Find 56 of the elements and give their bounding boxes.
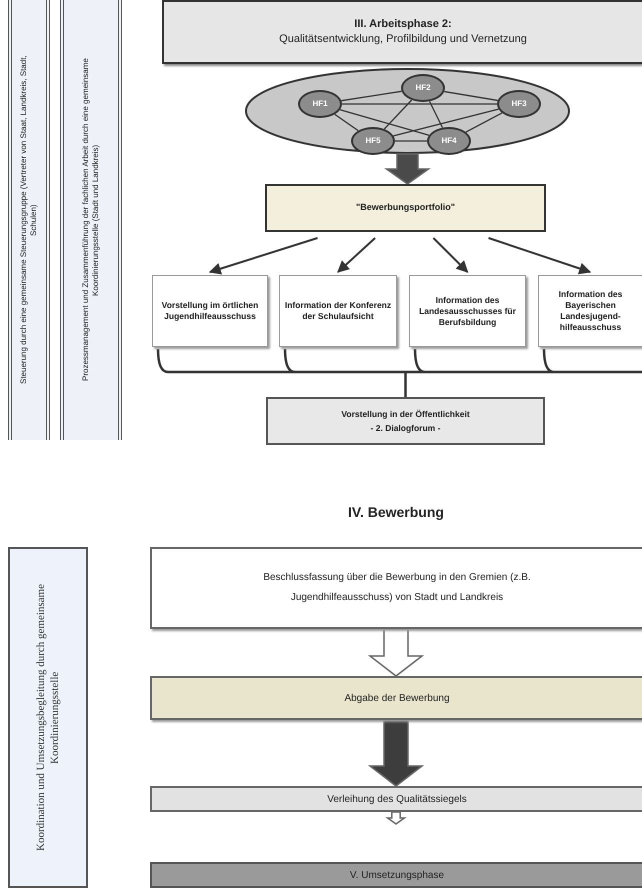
process-box [150,547,642,629]
box-label: Verleihung des Qualitätssiegels [327,792,467,806]
ellipse-shape [245,68,570,154]
side-bar [8,0,50,440]
box-sublabel: - 2. Dialogforum - [370,422,440,435]
process-box [150,676,642,720]
process-box [279,275,397,347]
block-arrow [384,153,431,185]
connector-line [395,140,427,142]
box-label: Abgabe der Bewerbung [344,692,450,706]
connector-line [393,108,499,136]
arrow [337,237,376,273]
vertical-label: Koordination und Umsetzungsbegleitung durch gemeinsame Koordinierungsstelle [34,583,62,853]
connector-line [341,90,402,102]
circle-label: HF4 [441,135,457,147]
box-label: Beschlussfassung über die Bewerbung in den Gremien (z.B. Jugendhilfeausschuss) von Stadt und Landkreis [262,571,532,605]
arrow [432,237,468,273]
box-label: Information des Bayerischen Landesjugend-hilfeausschuss [558,289,624,333]
box-label: Information der Konferenz der Schulaufsicht [284,300,392,322]
box-label: Vorstellung in der Öffentlichkeit [341,408,470,421]
connector-line [340,109,430,136]
connector-line [428,101,444,128]
vertical-label: Prozessmanagement und Zusammenführung der fachlichen Arbeit durch eine gemeinsame Koordinierungsstelle (Stadt und Landkreis) [81,58,101,384]
side-bar [8,547,88,888]
process-box [152,275,268,347]
circle-label: HF2 [415,82,431,94]
box-label: III. Arbeitsphase 2: [354,17,452,32]
process-box [409,275,526,347]
circle-label: HF1 [312,98,328,110]
block-arrow [368,719,424,787]
connector-line [342,103,497,105]
arrow [208,237,318,274]
connector-line [466,112,502,133]
box-label: "Bewerbungsportfolio" [356,201,456,214]
vertical-label: Steuerung durch eine gemeinsame Steuerungsgruppe (Vertreter von Staat, Landkreis, Stadt, Schulen) [19,55,39,385]
box-label: Information des Landesausschusses für Berufsbildung [418,294,517,328]
bracket-connector [156,348,642,398]
block-arrow [368,628,424,677]
process-box [150,862,642,888]
block-arrow [385,811,407,825]
process-box [266,397,545,445]
side-bar [60,0,122,440]
box-sublabel: Qualitätsentwicklung, Profilbildung und Vernetzung [279,32,527,47]
connector-line [384,100,412,130]
circle-label: HF3 [511,98,527,110]
section-heading: IV. Bewerbung [347,503,445,522]
process-box [265,184,546,232]
box-label: V. Umsetzungsphase [350,868,444,882]
box-label: Vorstellung im örtlichen Jugendhilfeausschuss [160,300,260,322]
phase-header-box [162,0,642,64]
connector-line [334,114,359,132]
arrow [488,237,592,274]
process-box [538,275,642,347]
connector-line [444,90,498,102]
circle-label: HF5 [365,135,381,147]
process-box [150,786,642,812]
